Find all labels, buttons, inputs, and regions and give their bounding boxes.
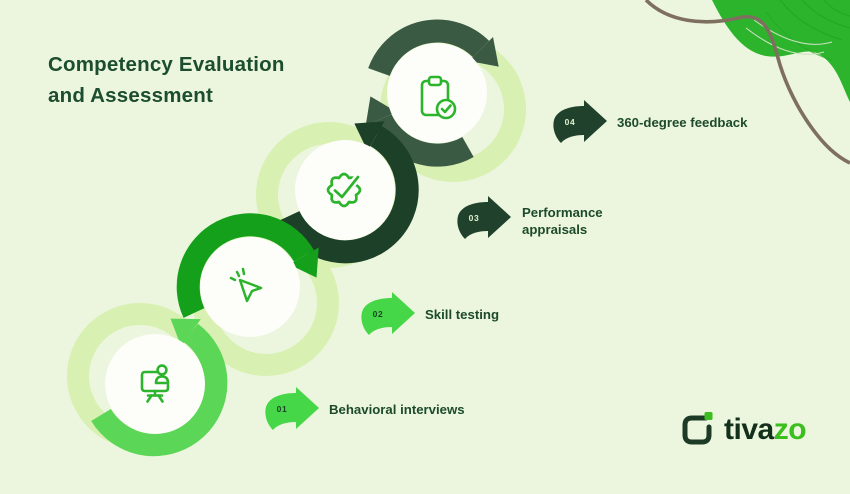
brand-logo: tivazo [678,411,807,449]
clipboard-check-icon [420,75,457,120]
step3-number: 03 [469,213,480,223]
step1-label: Behavioral interviews [329,402,465,417]
step4-arrow: 04 [553,100,607,143]
presentation-interview-icon [140,364,170,403]
wire-curve-decoration [644,0,850,165]
step3-arrow: 03 [457,196,511,239]
step2-label: Skill testing [425,307,500,322]
corner-blob-decoration [712,0,850,102]
step4-number: 04 [565,117,576,127]
step4-label: 360-degree feedback [617,115,748,130]
step1-arrow: 01 [265,387,319,430]
page-title: Competency Evaluation and Assessment [48,49,378,111]
title-line-2: and Assessment [48,84,213,107]
brand-text-accent: zo [773,413,807,446]
title-line-1: Competency Evaluation [48,53,285,76]
badge-check-icon [326,172,362,208]
step1-cycle-ring [91,318,228,457]
step2-cycle-ring [176,213,319,337]
brand-wordmark: tivazo [724,411,807,449]
step2-number: 02 [373,309,384,319]
step1-number: 01 [277,404,288,414]
brand-text-primary: tiva [724,413,774,446]
step2-arrow: 02 [361,292,415,335]
cursor-click-icon [229,267,263,303]
tivazo-bracket-icon [682,412,713,445]
step4-cycle-ring [365,19,499,167]
step3-label: Performance appraisals [522,205,603,237]
